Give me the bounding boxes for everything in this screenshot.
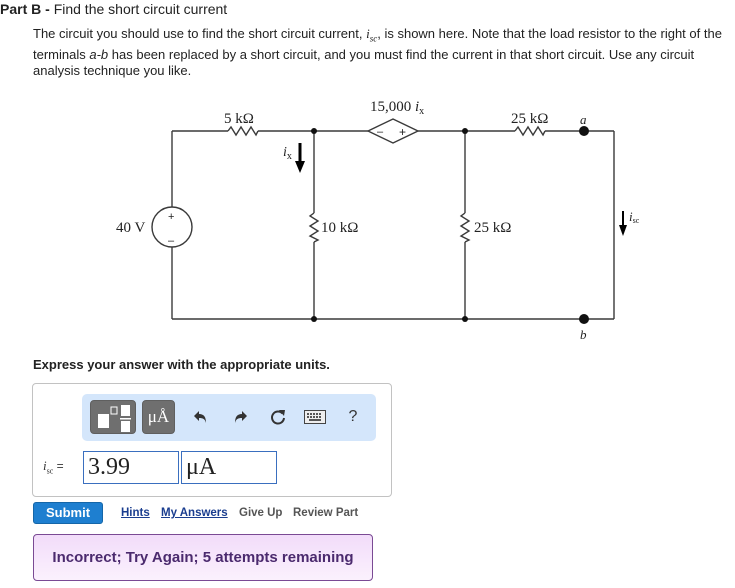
svg-text:a: a (580, 112, 587, 127)
svg-text:25 kΩ: 25 kΩ (511, 111, 548, 127)
isc-arrow-icon (619, 211, 627, 236)
give-up-link[interactable]: Give Up (239, 507, 283, 519)
my-answers-link[interactable]: My Answers (161, 507, 228, 519)
svg-text:5 kΩ: 5 kΩ (224, 111, 254, 127)
template-button[interactable] (90, 400, 136, 434)
svg-text:+: + (168, 211, 174, 223)
hints-link[interactable]: Hints (121, 507, 150, 519)
keyboard-button[interactable] (302, 404, 328, 430)
part-label: Part B (0, 1, 42, 17)
svg-text:–: – (377, 126, 384, 138)
feedback-message: Incorrect; Try Again; 5 attempts remaini… (33, 534, 373, 581)
keyboard-icon (304, 410, 326, 424)
fraction-template-icon (98, 405, 131, 432)
svg-text:isc: isc (629, 209, 640, 225)
svg-text:b: b (580, 327, 587, 342)
reset-icon (271, 410, 285, 425)
value-input[interactable]: 3.99 (83, 451, 179, 484)
isc-symbol: isc (366, 26, 378, 44)
unit-input[interactable]: μA (181, 451, 277, 484)
undo-button[interactable] (188, 404, 214, 430)
svg-text:ix: ix (283, 145, 292, 162)
submit-button[interactable]: Submit (33, 502, 103, 524)
terminal-b-node (579, 314, 589, 324)
redo-icon (235, 411, 247, 423)
answer-label: isc = (43, 458, 64, 476)
undo-icon (194, 411, 206, 423)
part-title: Part B - Find the short circuit current (0, 1, 228, 17)
redo-button[interactable] (227, 404, 253, 430)
ix-arrow-icon (295, 143, 305, 173)
svg-text:+: + (399, 125, 406, 139)
units-button[interactable]: μÅ (142, 400, 175, 434)
svg-text:40 V: 40 V (116, 220, 145, 236)
terminal-a-node (579, 126, 589, 136)
svg-text:10 kΩ: 10 kΩ (321, 220, 358, 236)
reset-button[interactable] (265, 404, 291, 430)
svg-text:25 kΩ: 25 kΩ (474, 220, 511, 236)
circuit-diagram: 5 kΩ 15,000 ix – + 25 kΩ a b ix isc 40 V… (116, 99, 640, 342)
svg-text:15,000 ix: 15,000 ix (370, 99, 424, 117)
math-toolbar: μÅ ? (82, 394, 376, 441)
instructions: Express your answer with the appropriate… (33, 357, 330, 372)
help-button[interactable]: ? (348, 408, 358, 425)
svg-text:–: – (168, 235, 175, 247)
review-part-link[interactable]: Review Part (293, 507, 359, 519)
problem-description: The circuit you should use to find the s… (33, 26, 722, 78)
part-heading: Find the short circuit current (53, 1, 228, 17)
